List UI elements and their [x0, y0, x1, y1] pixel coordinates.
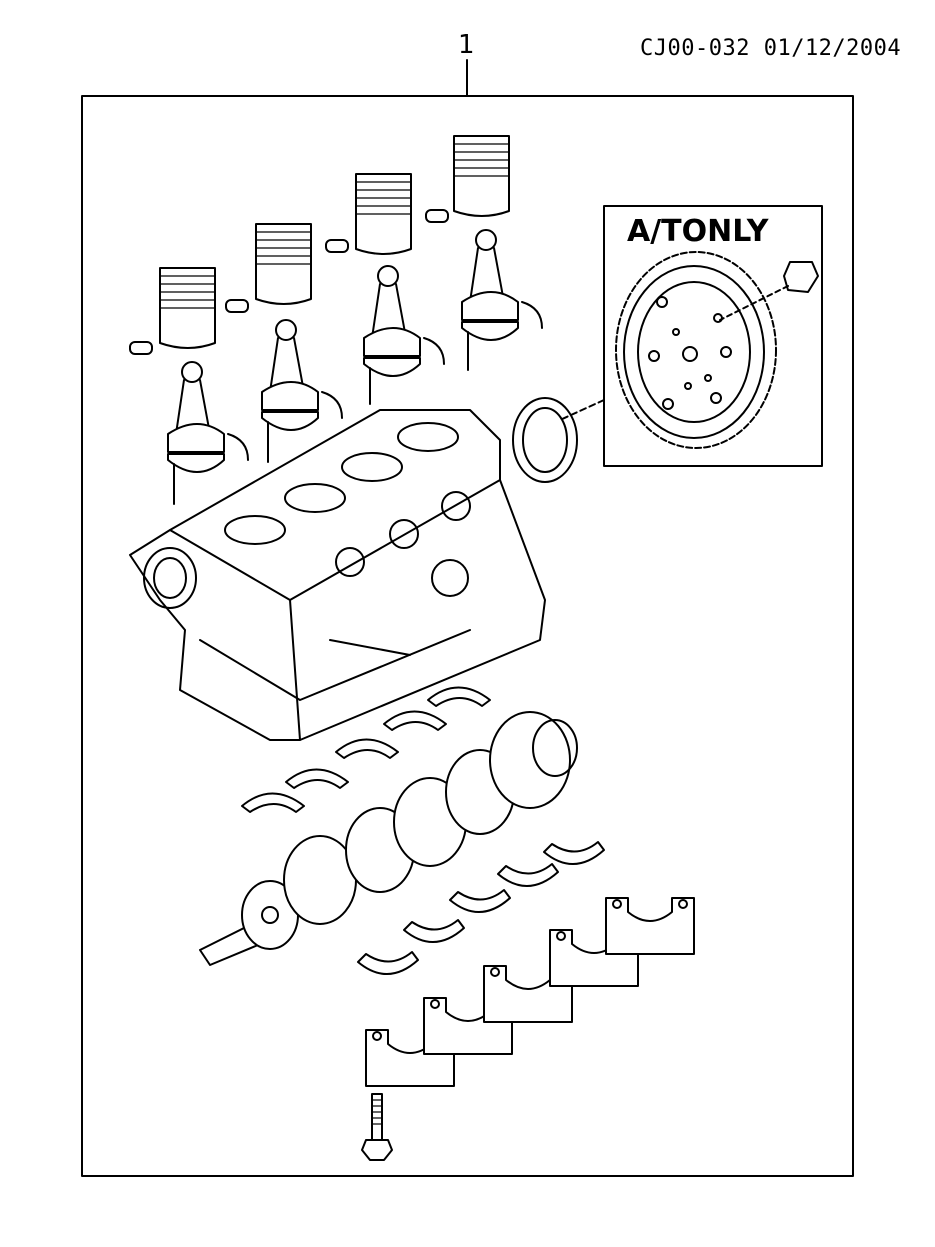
inset-title: A/TONLY [627, 214, 769, 249]
rear-seal-icon [512, 397, 578, 483]
document-reference: CJ00-032 01/12/2004 [640, 36, 902, 61]
inset-leader [559, 399, 605, 421]
crankshaft-icon [199, 711, 578, 966]
engine-block-icon [129, 409, 546, 741]
lower-bearing-icon [357, 841, 605, 975]
flywheel-icon [615, 251, 777, 449]
connecting-rod-icon [167, 229, 543, 505]
cap-bolt-icon [361, 1093, 393, 1161]
flywheel-bolt-icon [719, 261, 819, 321]
piston-icon [129, 135, 510, 355]
part-callout-number: 1 [458, 30, 475, 60]
main-bearing-icon [241, 686, 491, 813]
bearing-cap-icon [365, 897, 695, 1087]
inset-frame [603, 205, 823, 467]
